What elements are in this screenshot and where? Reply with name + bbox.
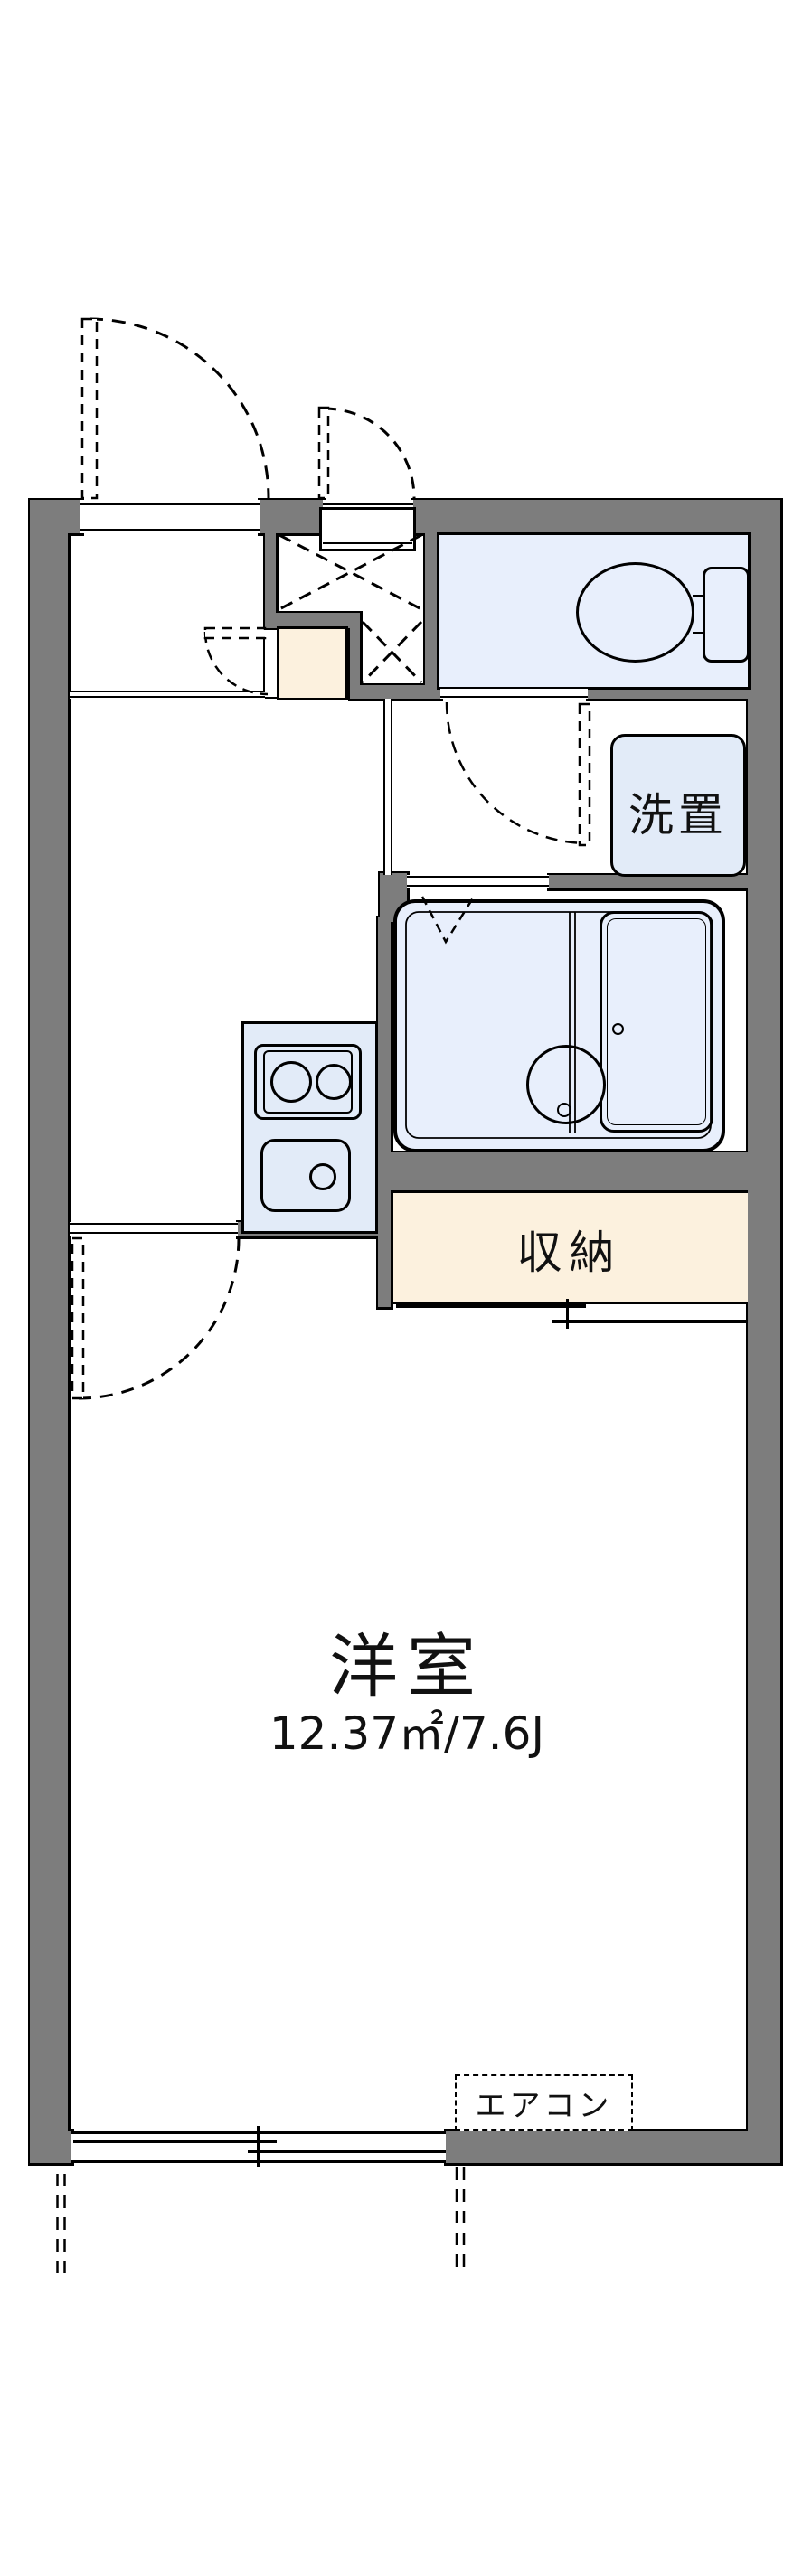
bathtub-inner-line bbox=[607, 918, 706, 1125]
door-sill bbox=[440, 687, 588, 689]
sill-line bbox=[80, 529, 260, 531]
balcony-boundary-dash bbox=[56, 2174, 66, 2273]
step-line bbox=[70, 696, 265, 698]
service-door-arc bbox=[324, 407, 416, 499]
washroom-partition bbox=[383, 699, 392, 875]
main-room-label: 洋室 bbox=[329, 1626, 485, 1706]
door-sill bbox=[407, 876, 549, 878]
window-sash-line bbox=[248, 2150, 446, 2153]
genkan-x-mark-lower bbox=[361, 620, 423, 684]
sliding-door-line bbox=[396, 1304, 586, 1308]
entrance-opening bbox=[80, 500, 260, 533]
wall bbox=[413, 500, 780, 533]
door-sill bbox=[440, 696, 588, 698]
sink-drain-icon bbox=[309, 1163, 336, 1190]
step-inner-line bbox=[323, 542, 412, 544]
stove-burner-icon bbox=[316, 1064, 352, 1100]
kitchen-sink-icon bbox=[260, 1139, 351, 1212]
opening-line bbox=[70, 1223, 238, 1225]
toilet-tank-icon bbox=[703, 567, 750, 663]
sill-line bbox=[80, 503, 260, 505]
bath-basin-drain-icon bbox=[557, 1103, 571, 1117]
washer-space bbox=[610, 734, 746, 877]
sliding-door-line bbox=[552, 1320, 748, 1323]
step-line bbox=[70, 691, 265, 692]
toilet-bowl-icon bbox=[576, 562, 694, 663]
toilet-door-leaf bbox=[578, 702, 591, 847]
genkan-step bbox=[70, 691, 265, 699]
toilet-doorway bbox=[440, 687, 588, 699]
wall bbox=[446, 2131, 780, 2163]
mainroom-door-leaf bbox=[71, 1236, 85, 1400]
wall bbox=[30, 2131, 71, 2163]
entrance-door-leaf bbox=[80, 317, 99, 500]
toilet-door-arc bbox=[445, 701, 589, 845]
wall bbox=[378, 1152, 748, 1190]
wall bbox=[549, 875, 748, 888]
window-meet-tick bbox=[257, 2126, 260, 2167]
shoe-storage bbox=[277, 626, 348, 700]
wall bbox=[260, 500, 323, 533]
bath-door-knob-icon bbox=[612, 1023, 624, 1035]
wall bbox=[425, 531, 440, 699]
wall bbox=[748, 500, 780, 2163]
stove-frame bbox=[263, 1050, 353, 1114]
storage-label: 収納 bbox=[516, 1227, 622, 1279]
wall bbox=[265, 613, 360, 628]
entrance-door-arc bbox=[89, 317, 270, 499]
balcony-boundary-dash bbox=[455, 2167, 466, 2269]
mainroom-door-arc bbox=[78, 1237, 241, 1400]
aircon-label: エアコン bbox=[475, 2088, 613, 2124]
sill-line bbox=[323, 503, 413, 505]
hall-door-leaf bbox=[263, 628, 279, 699]
entrance-step-front bbox=[319, 507, 416, 551]
door-sill bbox=[407, 885, 549, 887]
wall bbox=[350, 626, 360, 687]
wall bbox=[350, 685, 437, 699]
aircon-box: エアコン bbox=[455, 2074, 633, 2131]
opening-line bbox=[70, 1232, 238, 1234]
storage-closet bbox=[391, 1190, 748, 1304]
stove-burner-icon bbox=[270, 1061, 312, 1103]
washer-label: 洗置 bbox=[628, 789, 728, 841]
hall-door-arc bbox=[203, 631, 269, 696]
sliding-door-tick bbox=[566, 1299, 569, 1329]
wall bbox=[30, 500, 68, 2163]
wall bbox=[378, 1190, 391, 1307]
wall bbox=[265, 531, 276, 628]
hall-door-open-leaf bbox=[203, 626, 267, 640]
window-sash-line bbox=[73, 2140, 277, 2143]
service-door-leaf bbox=[317, 406, 330, 500]
main-room-size-label: 12.37㎡/7.6J bbox=[269, 1707, 545, 1760]
